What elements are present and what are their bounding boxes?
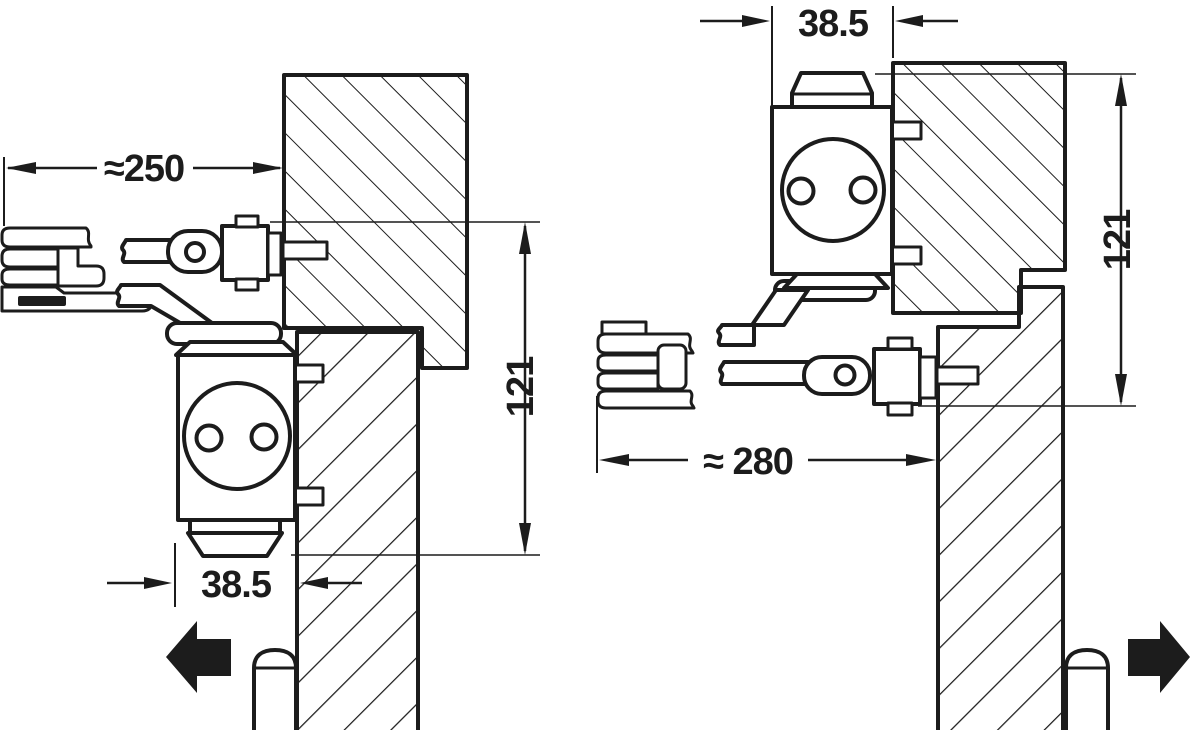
body-tab-bottom: [890, 245, 923, 266]
channel-bar-bottom: [596, 389, 696, 410]
pinion-plate: [782, 272, 890, 290]
closer-cylinder: [780, 137, 886, 243]
right-door-section: [936, 285, 1065, 730]
left-closer-body: [176, 353, 325, 558]
swing-direction-arrow-right-icon: [1128, 621, 1190, 693]
right-main-arm: [718, 336, 980, 417]
arrowhead-up: [519, 222, 531, 254]
arrowhead-right-point: [144, 577, 172, 589]
channel-tab: [600, 320, 648, 336]
channel-bar-2: [596, 353, 660, 373]
right-slide-channel: [596, 320, 696, 410]
arrowhead-left-point: [300, 577, 328, 589]
arm-pivot-pin: [184, 241, 206, 263]
channel-seal-strip: [18, 296, 66, 306]
right-door-bottom-rod: [1064, 648, 1110, 730]
left-dim-channel-length: ≈250: [3, 148, 283, 226]
frame-bracket: [220, 224, 270, 282]
left-door-section: [295, 330, 420, 730]
channel-bar-2: [0, 247, 60, 269]
arrowhead-down: [519, 523, 531, 555]
dim-label-channel-length: ≈ 280: [703, 441, 793, 483]
door-fixing-screw: [935, 365, 980, 386]
arrowhead-up: [1115, 74, 1127, 106]
arrowhead-left-point: [895, 15, 923, 27]
arm-bar: [120, 238, 174, 264]
left-view: ≈250 121 38.5: [0, 73, 542, 730]
right-frame-section: [891, 61, 1067, 315]
valve-hole-left: [194, 423, 224, 453]
arrowhead-down: [1115, 374, 1127, 406]
channel-bar-3: [0, 267, 60, 287]
body-tab-bottom: [293, 486, 325, 507]
channel-slider-block: [656, 343, 688, 391]
dim-label-vertical: 121: [500, 356, 542, 417]
pinion-cap: [790, 71, 874, 109]
channel-bar-3: [596, 371, 660, 391]
door-bracket-tab-bottom: [886, 401, 914, 417]
left-dim-body-depth: 38.5: [107, 543, 362, 607]
arrowhead-right-point: [742, 15, 770, 27]
closer-cylinder: [182, 381, 292, 491]
arrowhead-right: [253, 162, 283, 174]
left-channel-arm: [120, 214, 329, 292]
arrowhead-left: [599, 454, 629, 466]
rod-body: [252, 648, 298, 730]
arm-tail: [716, 323, 756, 347]
body-tab-top: [293, 363, 325, 384]
left-door-bottom-rod: [252, 648, 298, 730]
frame-bracket-plate: [266, 231, 283, 277]
left-main-arm: [115, 283, 299, 357]
rod-body: [1064, 648, 1110, 730]
frame-bracket-tab-bottom: [234, 277, 260, 292]
dim-label-body-depth: 38.5: [798, 3, 869, 45]
left-dim-vertical: 121: [500, 222, 542, 555]
dim-label-vertical: 121: [1097, 209, 1139, 270]
arrowhead-left: [6, 162, 36, 174]
right-dim-body-depth: 38.5: [700, 3, 958, 106]
arm-bar: [718, 360, 810, 386]
right-channel-arm: [716, 272, 890, 347]
valve-hole-right: [848, 175, 878, 205]
dim-label-channel-length: ≈250: [104, 148, 184, 190]
right-view: 38.5 121 ≈ 280: [596, 3, 1190, 730]
pinion-cap: [186, 531, 284, 558]
left-slide-channel: [0, 226, 154, 313]
arrowhead-right: [906, 454, 936, 466]
door-bracket-plate: [918, 355, 938, 400]
frame-fixing-screw: [281, 240, 329, 261]
arm-diagonal: [750, 288, 810, 327]
channel-bar-top: [0, 226, 93, 249]
channel-slider-block: [56, 246, 106, 288]
right-dim-channel-length: ≈ 280: [596, 396, 936, 483]
dim-label-body-depth: 38.5: [201, 564, 272, 606]
door-bracket: [872, 347, 922, 406]
frame-bracket-tab-top: [234, 214, 260, 229]
swing-direction-arrow-left-icon: [166, 621, 231, 693]
valve-hole-left: [786, 176, 816, 206]
body-tab-top: [890, 120, 923, 141]
door-bracket-tab-top: [886, 336, 914, 351]
arm-pivot-pin: [833, 363, 857, 387]
right-dim-vertical: 121: [1097, 74, 1139, 406]
valve-hole-right: [249, 422, 279, 452]
